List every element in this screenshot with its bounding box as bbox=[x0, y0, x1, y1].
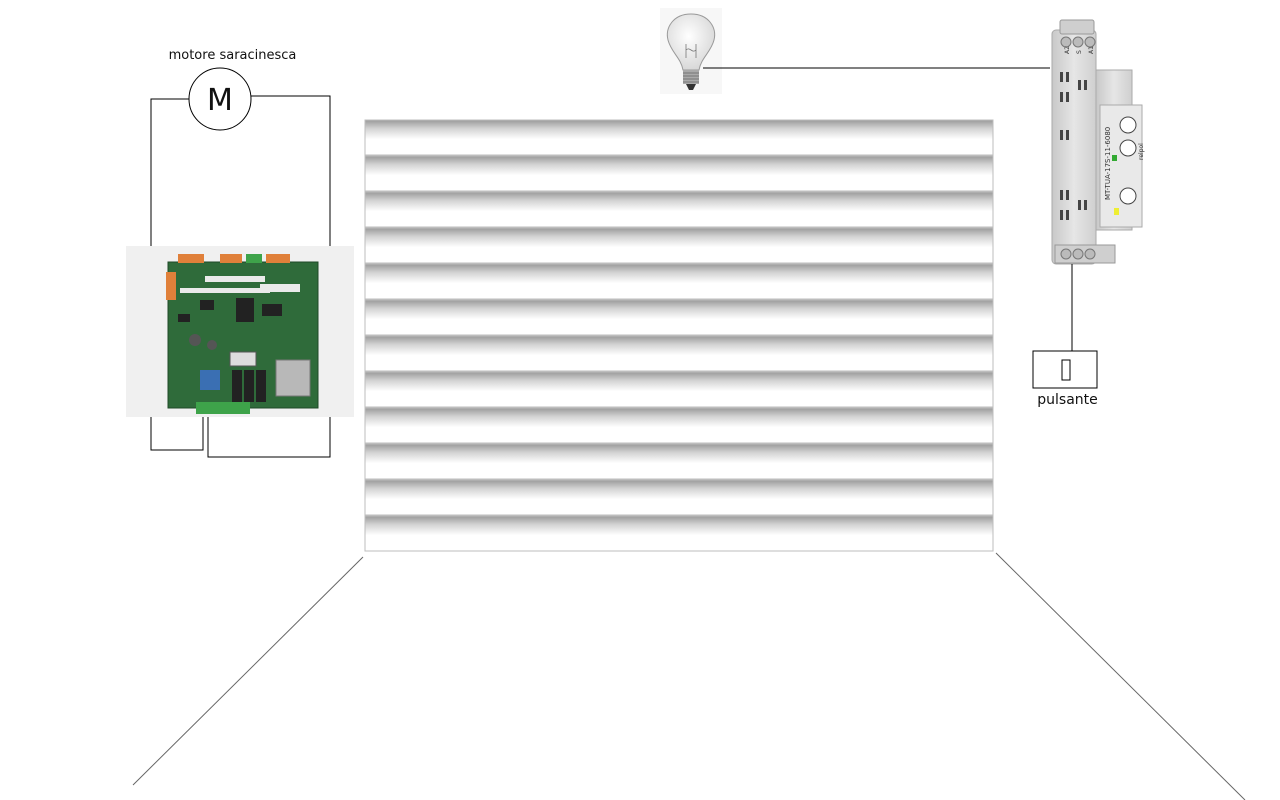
relay-terminal-labels: A2 S A1 bbox=[1064, 46, 1095, 54]
din-rail-relay-icon bbox=[1050, 18, 1144, 268]
relay-brand-text: relpol bbox=[1138, 143, 1145, 160]
pushbutton-icon bbox=[1032, 350, 1098, 389]
shutter-slat bbox=[364, 515, 994, 552]
relay-model-text: MT-TUA-17S-11-6080 bbox=[1104, 127, 1112, 200]
shutter-slat bbox=[364, 119, 994, 156]
relay-terminal-a1: A1 bbox=[1088, 46, 1095, 54]
shutter-slat bbox=[364, 443, 994, 480]
shutter-slat bbox=[364, 407, 994, 444]
relay-terminal-a2: A2 bbox=[1064, 46, 1071, 54]
wire-motor-right bbox=[207, 95, 331, 458]
motor-label: motore saracinesca bbox=[168, 48, 297, 63]
floor-line-left bbox=[132, 556, 364, 786]
shutter-slat bbox=[364, 299, 994, 336]
shutter-slat bbox=[364, 155, 994, 192]
control-board-icon bbox=[126, 246, 354, 417]
wire-motor-left bbox=[150, 98, 204, 451]
shutter-slat bbox=[364, 371, 994, 408]
shutter-slat bbox=[364, 479, 994, 516]
motor-symbol-letter: M bbox=[207, 82, 233, 118]
shutter-door bbox=[364, 119, 994, 552]
lightbulb-icon bbox=[660, 8, 722, 94]
pushbutton-label: pulsante bbox=[1037, 392, 1098, 408]
shutter-slat bbox=[364, 227, 994, 264]
shutter-slat bbox=[364, 335, 994, 372]
floor-line-right bbox=[995, 552, 1246, 800]
shutter-slat bbox=[364, 191, 994, 228]
relay-terminal-s: S bbox=[1076, 50, 1083, 54]
shutter-slat bbox=[364, 263, 994, 300]
